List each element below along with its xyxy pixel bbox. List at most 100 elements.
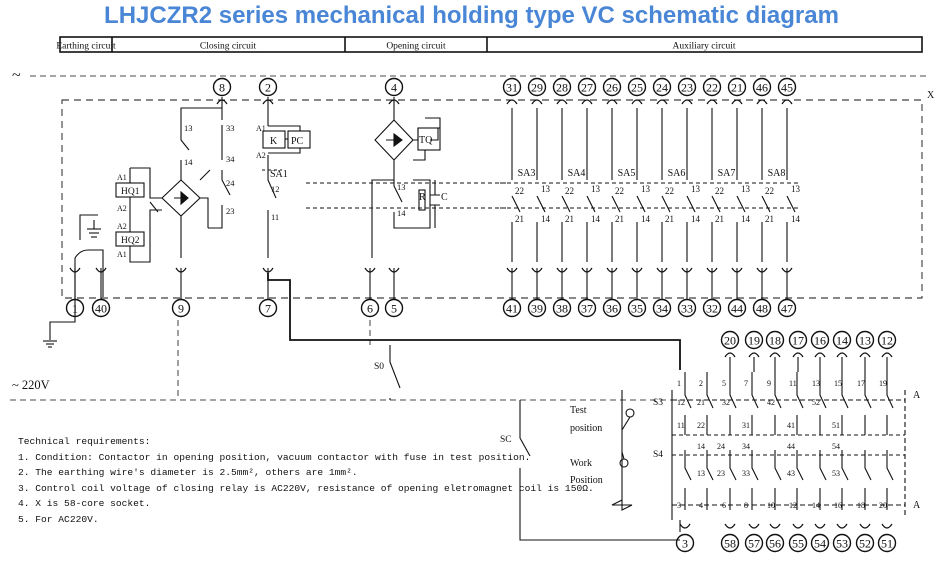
s-contact-label: 31 <box>742 421 750 430</box>
contact-label: 23 <box>226 206 235 216</box>
plug-contact <box>731 99 743 105</box>
bottom-terminal-32-label: 32 <box>706 302 718 316</box>
s-bottom-terminal-58 <box>720 533 740 553</box>
aux-contact-label: 14 <box>741 214 751 224</box>
top-terminal-23-label: 23 <box>681 81 693 95</box>
aux-contact-label: 13 <box>791 184 801 194</box>
aux-contact-label: 22 <box>765 186 774 196</box>
s-contact-label: 44 <box>787 442 795 451</box>
s-bottom-terminal-57 <box>744 533 764 553</box>
plug-contact <box>748 352 760 358</box>
plug-contact <box>556 99 568 105</box>
bottom-terminal-34 <box>652 298 672 318</box>
s-contact-label: 7 <box>744 379 748 388</box>
top-terminal-21 <box>727 77 747 97</box>
work-position-label: Position <box>570 475 603 486</box>
top-terminal-46 <box>752 77 772 97</box>
bottom-terminal-9 <box>171 298 191 318</box>
bottom-terminal-38-label: 38 <box>556 302 568 316</box>
bottom-terminal-32 <box>702 298 722 318</box>
s-top-terminal-17 <box>788 330 808 350</box>
plug-contact <box>814 352 826 358</box>
s-contact-lower <box>796 450 804 510</box>
s-contact-upper <box>796 372 804 435</box>
switch-s0-label: S0 <box>374 362 384 372</box>
plug-contact <box>881 523 893 529</box>
top-terminal-2 <box>258 77 278 97</box>
s-contact-label: 11 <box>677 421 685 430</box>
s-bottom-terminal-58-label: 58 <box>724 537 736 551</box>
contact-label: 34 <box>226 154 235 164</box>
s-top-terminal-19-label: 19 <box>748 334 760 348</box>
header-section-3: Auxiliary circuit <box>672 42 735 52</box>
s-top-terminal-16 <box>810 330 830 350</box>
s-contact-upper <box>864 372 872 435</box>
relay-pin: A2 <box>256 151 266 160</box>
aux-contact-label: 22 <box>565 186 574 196</box>
bottom-terminal-44 <box>727 298 747 318</box>
aux-contact-label: 22 <box>615 186 624 196</box>
ac-220v-label: ~ 220V <box>12 378 50 392</box>
technical-requirement-3: 3. Control coil voltage of closing relay… <box>18 482 594 494</box>
s-top-terminal-13 <box>855 330 875 350</box>
s-contact-label: 11 <box>789 379 797 388</box>
s-contact-label: 17 <box>857 379 865 388</box>
s-top-terminal-12 <box>877 330 897 350</box>
relay-k-label: K <box>270 136 278 147</box>
s-contact-label: 14 <box>697 442 705 451</box>
top-terminal-2-label: 2 <box>265 81 271 95</box>
test-position-label: position <box>570 423 602 434</box>
plug-contact <box>531 99 543 105</box>
aux-contact-label: 22 <box>515 186 524 196</box>
plug-contact <box>814 523 826 529</box>
bottom-terminal-33-label: 33 <box>681 302 693 316</box>
s-contact-label: 21 <box>697 398 705 407</box>
bottom-terminal-35 <box>627 298 647 318</box>
top-terminal-45 <box>777 77 797 97</box>
coil-hq2-label: HQ2 <box>121 236 140 246</box>
s-top-terminal-14-label: 14 <box>836 334 848 348</box>
s-contact-lower <box>774 450 782 510</box>
aux-contact-label: 13 <box>591 184 601 194</box>
aux-contact-label: 13 <box>641 184 651 194</box>
coil-hq1-label: HQ1 <box>121 187 140 197</box>
technical-requirement-1: 1. Condition: Contactor in opening posit… <box>18 451 531 463</box>
bottom-terminal-5-label: 5 <box>391 302 397 316</box>
plug-contact <box>681 99 693 105</box>
plug-contact <box>724 523 736 529</box>
s-top-terminal-19 <box>744 330 764 350</box>
s-contact-upper <box>819 372 827 435</box>
s-contact-label: 43 <box>787 469 795 478</box>
aux-contact-label: 21 <box>615 214 624 224</box>
aux-contact-blade <box>786 195 796 213</box>
bottom-terminal-33 <box>677 298 697 318</box>
s-top-terminal-14 <box>832 330 852 350</box>
aux-contact-blade <box>711 195 721 213</box>
plug-contact <box>769 523 781 529</box>
s-contact-upper <box>729 372 737 435</box>
bottom-terminal-37 <box>577 298 597 318</box>
coil-tq-label: TQ <box>419 135 433 146</box>
s-bottom-terminal-55 <box>788 533 808 553</box>
s-contact-lower <box>729 450 737 510</box>
s-contact-label: 6 <box>722 501 726 510</box>
aux-contact-blade <box>536 195 546 213</box>
s-contact-label: 24 <box>717 442 725 451</box>
aux-contact-label: 21 <box>715 214 724 224</box>
s-contact-label: 32 <box>722 398 730 407</box>
s-bottom-terminal-54-label: 54 <box>814 537 826 551</box>
bottom-terminal-47-label: 47 <box>781 302 793 316</box>
plug-contact <box>781 99 793 105</box>
s-contact-label: 23 <box>717 469 725 478</box>
aux-contact-label: 22 <box>665 186 674 196</box>
bottom-terminal-5 <box>384 298 404 318</box>
aux-contact-label: 22 <box>715 186 724 196</box>
bottom-terminal-7-label: 7 <box>265 302 271 316</box>
resistor-label: R <box>419 192 426 203</box>
aux-contact-blade <box>686 195 696 213</box>
coil-pin: A1 <box>117 173 127 182</box>
plug-contact <box>724 352 736 358</box>
plug-contact <box>756 99 768 105</box>
plug-contact <box>506 99 518 105</box>
